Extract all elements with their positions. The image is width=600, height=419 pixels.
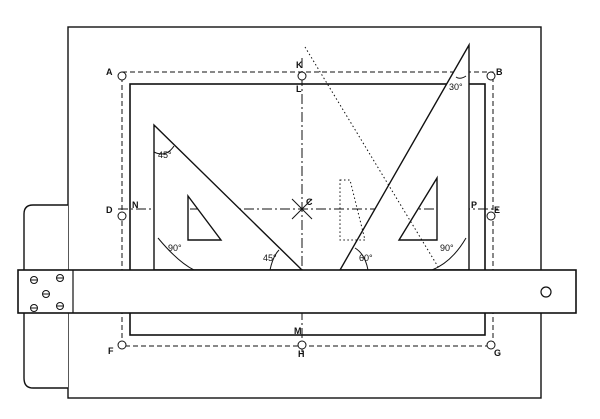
angle-90-right: 90° [440, 243, 454, 253]
label-f: F [108, 346, 114, 356]
angle-30: 30° [449, 82, 463, 92]
t-square-screws [30, 274, 64, 312]
arc-90-left [157, 237, 195, 271]
pin-f [117, 340, 127, 350]
pin-e [486, 211, 496, 221]
label-b: B [496, 67, 503, 77]
pin-b [486, 71, 496, 81]
t-square-hang-hole [540, 286, 552, 298]
label-l: L [296, 84, 302, 94]
label-n: N [132, 200, 139, 210]
label-h: H [298, 349, 305, 359]
label-m: M [294, 326, 302, 336]
pin-a [117, 71, 127, 81]
angle-60: 60° [359, 253, 373, 263]
angle-90-left: 90° [168, 243, 182, 253]
pin-h [297, 340, 307, 350]
t-square-blade [17, 269, 577, 314]
arc-30 [455, 75, 467, 79]
pin-k [297, 71, 307, 81]
label-p: P [471, 200, 477, 210]
label-d: D [106, 205, 113, 215]
arc-90-right [431, 237, 467, 271]
arc-45-bottom [269, 249, 280, 271]
label-g: G [494, 348, 501, 358]
label-a: A [106, 67, 113, 77]
label-e: E [494, 205, 500, 215]
pushpins [117, 71, 496, 350]
set-square-ghost-dotted [304, 46, 441, 271]
arc-60 [354, 247, 369, 271]
label-c: C [306, 197, 313, 207]
angle-45-bottom: 45° [263, 253, 277, 263]
center-cross-b [291, 198, 313, 220]
angle-45-top: 45° [158, 150, 172, 160]
label-k: K [296, 60, 303, 70]
pin-g [486, 340, 496, 350]
arc-45-top [153, 145, 175, 155]
pin-d [117, 211, 127, 221]
